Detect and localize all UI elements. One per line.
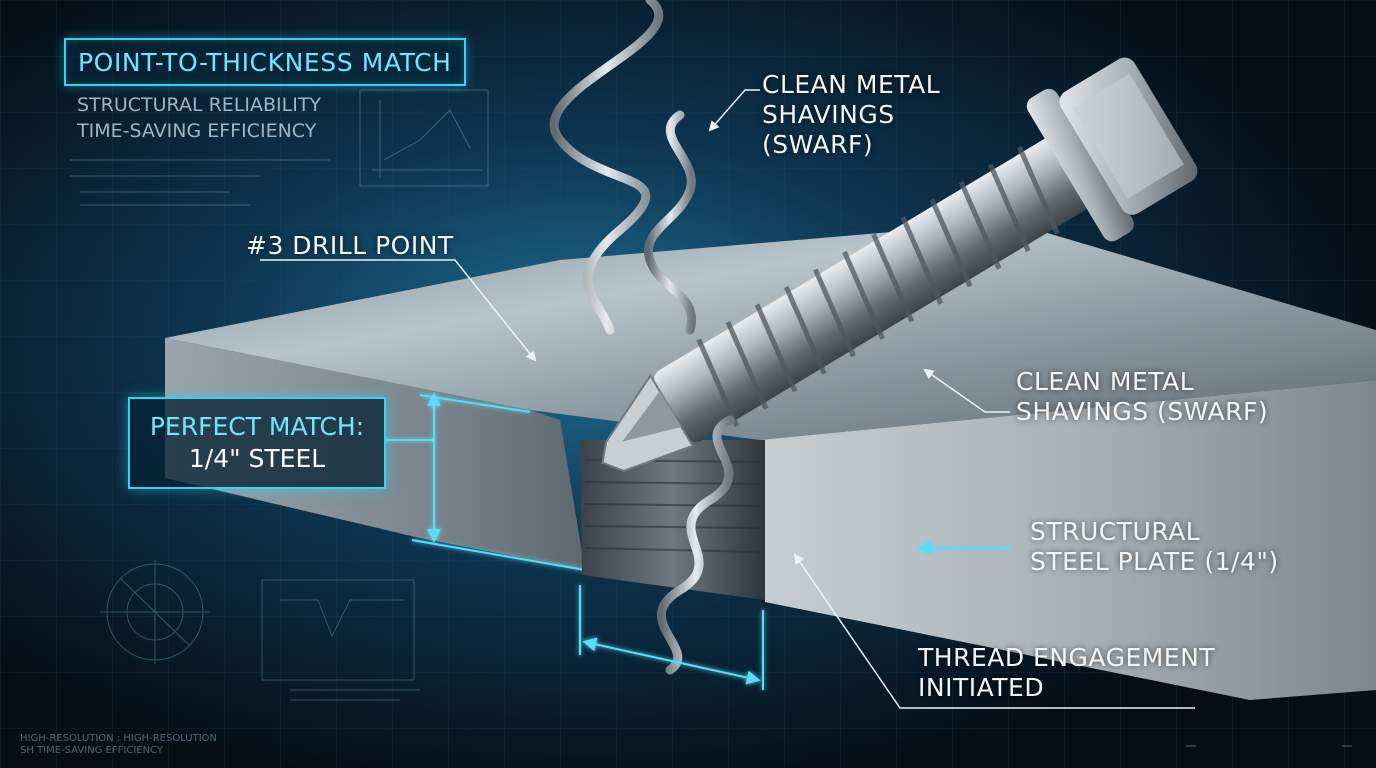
perfect-match-value: 1/4" STEEL: [188, 444, 326, 473]
callout-steel-plate: STRUCTURAL STEEL PLATE (1/4"): [1030, 517, 1279, 577]
callout-lines: [260, 89, 1195, 709]
blueprint-graph-top: [70, 89, 489, 206]
page-title: POINT-TO-THICKNESS MATCH: [78, 47, 452, 77]
callout-line-swarf-right: [923, 368, 1010, 413]
callout-thread-line-1: THREAD ENGAGEMENT: [918, 643, 1216, 672]
metal-swarf: [549, 0, 735, 675]
callout-swarf-top-line-2: SHAVINGS: [762, 100, 895, 129]
footer-line-1: HIGH-RESOLUTION : HIGH-RESOLUTION: [20, 733, 217, 744]
callout-swarf-right-line-2: SHAVINGS (SWARF): [1016, 397, 1269, 426]
drilled-hole: [580, 440, 765, 600]
callout-swarf-right-line-1: CLEAN METAL: [1016, 367, 1195, 396]
screw-washer: [1026, 88, 1135, 242]
callout-thread-engagement: THREAD ENGAGEMENT INITIATED: [918, 643, 1215, 703]
screw-threads: [696, 145, 1060, 428]
callout-line-drill-point: [260, 259, 537, 362]
callout-steel-plate-line-1: STRUCTURAL: [1030, 517, 1201, 546]
plate-edge-glow: [411, 539, 586, 571]
callout-line-swarf-top: [708, 89, 760, 132]
title-box: POINT-TO-THICKNESS MATCH: [64, 38, 466, 86]
callout-swarf-top-line-1: CLEAN METAL: [762, 70, 941, 99]
plate-right-face: [760, 380, 1376, 700]
callout-thread-line-2: INITIATED: [918, 673, 1045, 702]
subtitle-line-2: TIME-SAVING EFFICIENCY: [77, 120, 317, 142]
self-drilling-screw: [601, 57, 1198, 473]
callout-lines-accent: [383, 392, 1010, 690]
blueprint-graph-bottom: [100, 560, 420, 701]
callout-swarf-top: CLEAN METAL SHAVINGS (SWARF): [762, 70, 940, 160]
perfect-match-box: PERFECT MATCH: 1/4" STEEL: [128, 397, 386, 489]
thickness-top-extension: [419, 394, 531, 413]
footer-text: HIGH-RESOLUTION : HIGH-RESOLUTION SH TIM…: [20, 733, 217, 757]
callout-swarf-top-line-3: (SWARF): [762, 130, 874, 159]
perfect-match-label: PERFECT MATCH:: [149, 412, 365, 441]
subtitle-line-1: STRUCTURAL RELIABILITY: [77, 94, 322, 116]
callout-drill-point-text: #3 DRILL POINT: [246, 231, 454, 260]
callout-swarf-right: CLEAN METAL SHAVINGS (SWARF): [1016, 367, 1268, 427]
screw-shank: [654, 137, 1092, 443]
callout-drill-point: #3 DRILL POINT: [246, 231, 454, 261]
footer-line-2: SH TIME-SAVING EFFICIENCY: [20, 745, 164, 756]
subtitle: STRUCTURAL RELIABILITY TIME-SAVING EFFIC…: [77, 92, 321, 144]
callout-line-thread: [793, 553, 1195, 709]
callout-steel-plate-line-2: STEEL PLATE (1/4"): [1030, 547, 1279, 576]
hole-width-dimension-arrow: [582, 637, 761, 685]
